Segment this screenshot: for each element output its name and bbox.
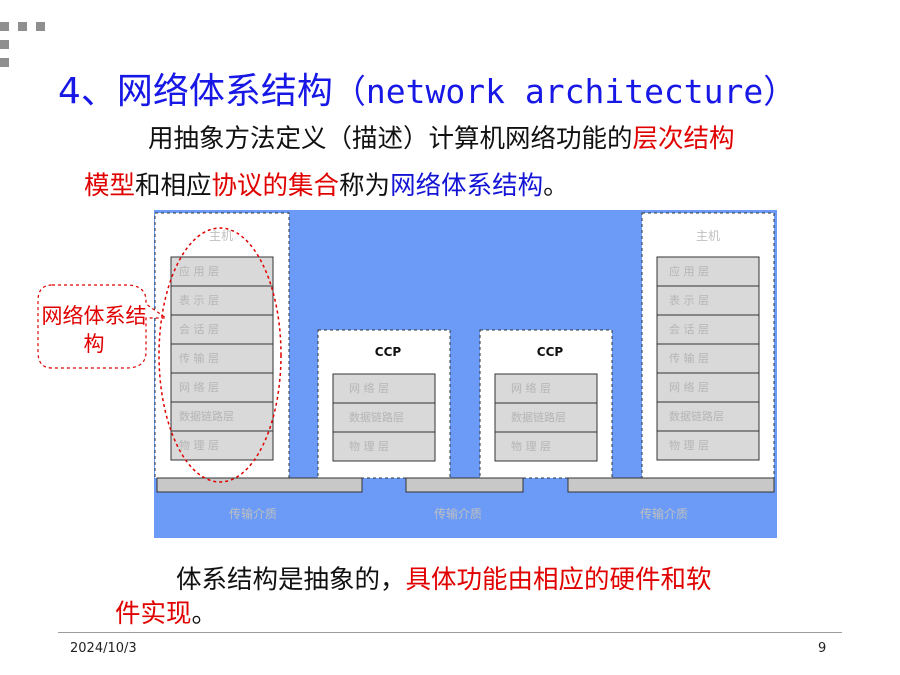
layer-box: [332, 373, 436, 404]
summary-highlight: 具体功能由相应的硬件和软: [405, 565, 712, 595]
title-number: 4、: [58, 71, 117, 112]
layer-label: 表 示 层: [669, 293, 709, 307]
footer-divider: [58, 632, 842, 633]
layer-label: 网 络 层: [669, 380, 709, 394]
architecture-diagram: 主机 应 用 层 表 示 层 会 话 层 传 输 层 网 络 层 数据链路层 物…: [154, 210, 777, 538]
definition-line-2: 模型和相应协议的集合称为网络体系结构。: [84, 169, 569, 203]
summary-text: 体系结构是抽象的，: [176, 565, 406, 595]
corner-mark: [0, 22, 9, 31]
page-title: 4、网络体系结构（network architecture）: [58, 68, 796, 116]
definition-highlight-protocols: 协议的集合: [211, 171, 340, 201]
definition-text: 称为: [339, 171, 391, 201]
layer-label: 数据链路层: [349, 410, 404, 424]
layer-label: 网 络 层: [179, 380, 219, 394]
layer-box: [494, 373, 598, 404]
host-left-label: 主机: [209, 229, 233, 243]
definition-highlight-hierarchy: 层次结构: [632, 124, 735, 154]
definition-text: 用抽象方法定义（描述）计算机网络功能的: [148, 124, 633, 154]
layer-box: [656, 256, 760, 287]
corner-mark: [36, 22, 45, 31]
media-label: 传输介质: [640, 506, 688, 521]
layer-label: 网 络 层: [511, 381, 551, 395]
definition-text: 和相应: [135, 171, 212, 201]
layer-box: [494, 402, 598, 433]
host-right-stack: 应 用 层 表 示 层 会 话 层 传 输 层 网 络 层 数据链路层 物 理 …: [656, 256, 760, 461]
corner-mark: [18, 22, 27, 31]
summary-period: 。: [191, 599, 218, 629]
media-label: 传输介质: [229, 506, 277, 521]
layer-label: 传 输 层: [179, 351, 219, 365]
layer-label: 会 话 层: [179, 323, 219, 336]
footer-date: 2024/10/3: [70, 641, 137, 656]
layer-label: 应 用 层: [669, 264, 709, 278]
media-label: 传输介质: [434, 506, 482, 521]
layer-label: 会 话 层: [669, 323, 709, 336]
layer-box: [656, 430, 760, 461]
layer-box: [494, 431, 598, 462]
callout-text: 网络体系结构: [41, 304, 147, 356]
layer-label: 数据链路层: [511, 410, 566, 424]
layer-box: [656, 314, 760, 345]
layer-box: [656, 343, 760, 374]
definition-line-1: 用抽象方法定义（描述）计算机网络功能的层次结构: [148, 122, 735, 156]
layer-box: [332, 431, 436, 462]
title-cn: 网络体系结构: [116, 71, 333, 112]
layer-label: 数据链路层: [179, 409, 234, 423]
corner-mark: [0, 40, 9, 49]
layer-label: 物 理 层: [511, 439, 551, 453]
layer-label: 数据链路层: [669, 409, 724, 423]
corner-mark: [0, 58, 9, 67]
layer-box: [656, 372, 760, 403]
ccp-2-label: CCP: [537, 345, 564, 359]
layer-box: [656, 401, 760, 432]
layer-label: 物 理 层: [349, 439, 389, 453]
layer-label: 应 用 层: [179, 264, 219, 278]
host-left-stack: 应 用 层 表 示 层 会 话 层 传 输 层 网 络 层 数据链路层 物 理 …: [170, 256, 274, 461]
summary-line-2: 件实现。: [115, 597, 217, 631]
ccp-1-label: CCP: [375, 345, 402, 359]
layer-box: [332, 402, 436, 433]
title-en: （network architecture）: [332, 72, 797, 111]
layer-label: 传 输 层: [669, 351, 709, 365]
media-bar-right: [567, 477, 775, 493]
page-number: 9: [818, 641, 827, 656]
layer-label: 网 络 层: [349, 381, 389, 395]
definition-highlight-architecture: 网络体系结构: [390, 171, 544, 201]
media-bar-middle: [405, 477, 524, 493]
layer-label: 物 理 层: [669, 438, 709, 452]
summary-highlight: 件实现: [115, 599, 192, 629]
summary-line-1: 体系结构是抽象的，具体功能由相应的硬件和软: [176, 563, 712, 597]
layer-box: [656, 285, 760, 316]
media-bar-left: [156, 477, 363, 493]
definition-period: 。: [543, 171, 569, 201]
layer-label: 表 示 层: [179, 293, 219, 307]
layer-label: 物 理 层: [179, 438, 219, 452]
definition-highlight-model: 模型: [84, 171, 136, 201]
host-right-label: 主机: [696, 229, 720, 243]
